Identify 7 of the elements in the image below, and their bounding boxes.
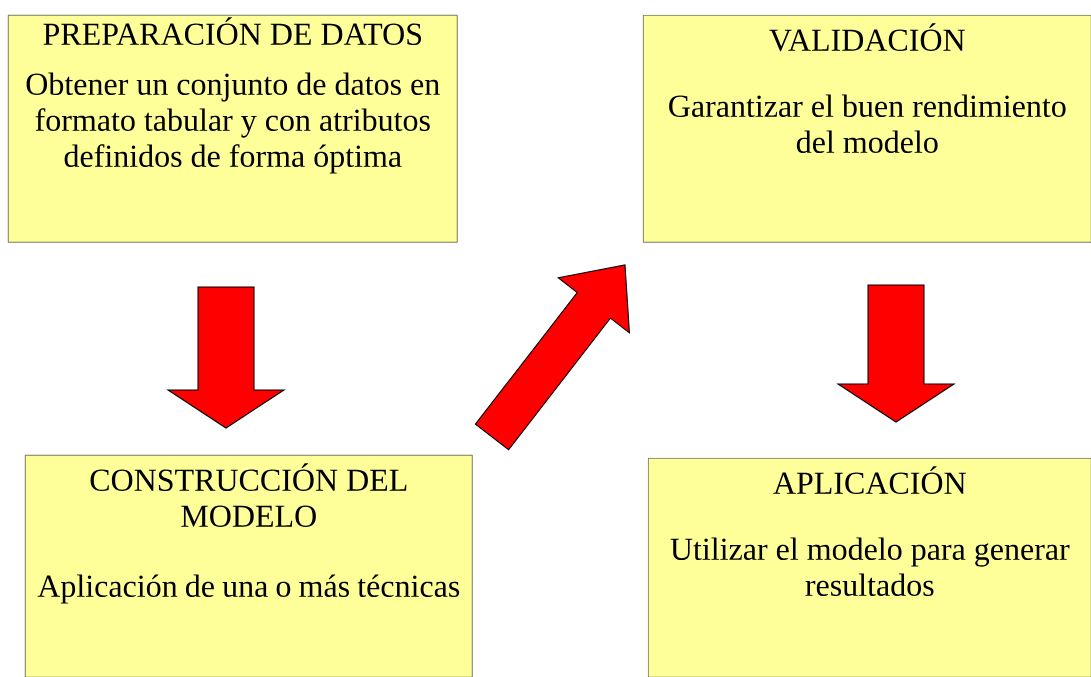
process-box: APLICACIÓN Utilizar el modelo para generar resultados (648, 458, 1091, 677)
process-box: PREPARACIÓN DE DATOS Obtener un conjunto de datos en formato tabular y con atributos definidos de forma óptima (8, 15, 458, 243)
process-box: VALIDACIÓN Garantizar el buen rendimiento del modelo (643, 15, 1091, 243)
block-arrow (836, 284, 956, 423)
block-arrow (166, 286, 286, 429)
process-box: CONSTRUCCIÓN DEL MODELO Aplicación de una o más técnicas (25, 455, 473, 677)
block-arrow (474, 264, 631, 451)
